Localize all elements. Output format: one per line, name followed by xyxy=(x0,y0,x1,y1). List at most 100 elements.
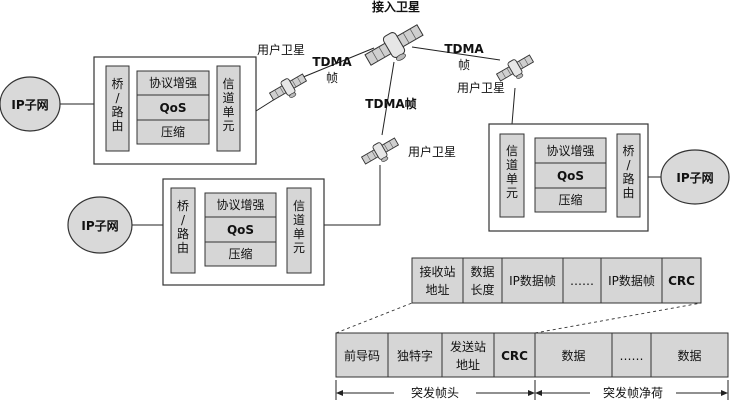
channel-char: 元 xyxy=(222,119,234,133)
ip-subnet-a xyxy=(0,76,61,132)
channel-char: 元 xyxy=(506,186,518,200)
crc-cell-lower xyxy=(493,332,536,378)
link-access-user-c xyxy=(411,46,501,61)
arrow-head xyxy=(528,390,535,396)
protocol-label: 协议增强 xyxy=(216,197,264,212)
link-node-a-satellite xyxy=(255,98,276,112)
data-cell-1 xyxy=(534,332,613,378)
expand-line-left xyxy=(335,302,413,334)
compress-c xyxy=(534,187,607,213)
satellite-icon xyxy=(359,134,403,171)
node-a: IP子网 桥 / 路 由 协议增强 QoS 压缩 信 道 单 元 xyxy=(0,56,257,165)
cell-text: 发送站 xyxy=(450,339,486,354)
link-user-c-node-c xyxy=(511,87,516,125)
cell-text: …… xyxy=(570,274,594,288)
compress-label: 压缩 xyxy=(558,192,582,207)
user-satellite-a-label: 用户卫星 xyxy=(257,42,305,57)
channel-char: 道 xyxy=(506,158,518,172)
link-user-a-access xyxy=(295,47,375,81)
cell-text: …… xyxy=(620,349,644,363)
ip-subnet-b xyxy=(67,196,133,254)
cell-text: CRC xyxy=(668,274,695,288)
channel-unit-c xyxy=(499,133,525,218)
user-satellite-c-label: 用户卫星 xyxy=(457,80,505,95)
frame-label-left: 帧 xyxy=(326,71,338,85)
cell-text: 数据 xyxy=(561,348,585,363)
cell-text: 独特字 xyxy=(397,348,433,363)
protocol-enhance-b xyxy=(204,192,277,218)
cell-text: 前导码 xyxy=(344,348,380,363)
tdma-frame-label: TDMA帧 xyxy=(365,96,416,111)
compress-label: 压缩 xyxy=(161,124,185,139)
cell-text: 地址 xyxy=(425,283,449,297)
link-user-b-node-b xyxy=(324,165,381,226)
node-c: 信 道 单 元 协议增强 QoS 压缩 桥 / 路 由 IP子网 xyxy=(488,123,730,232)
bridge-char: 路 xyxy=(622,171,634,186)
cell-text: 地址 xyxy=(456,358,480,372)
bridge-char: 由 xyxy=(177,241,189,255)
arrow-head xyxy=(535,390,542,396)
qos-label: QoS xyxy=(557,169,584,183)
satellite-icon xyxy=(361,19,429,75)
bridge-char: 由 xyxy=(111,119,123,133)
channel-char: 信 xyxy=(293,199,305,213)
arrow-head xyxy=(336,390,343,396)
channel-char: 道 xyxy=(293,213,305,227)
ip-subnet-c-label: IP子网 xyxy=(676,171,713,185)
ip-frame-cell-2 xyxy=(600,257,663,304)
access-satellite: 接入卫星 xyxy=(361,0,429,75)
link-access-user-b xyxy=(381,61,395,136)
tdma-labels: TDMA 帧 TDMA 帧 TDMA帧 xyxy=(312,42,484,111)
ellipsis-cell-upper xyxy=(562,257,602,304)
compress-label: 压缩 xyxy=(228,246,252,261)
channel-char: 信 xyxy=(222,77,234,91)
bridge-char: 桥 xyxy=(177,199,189,213)
bridge-char: / xyxy=(626,158,631,172)
bridge-char: 路 xyxy=(111,104,123,119)
qos-a xyxy=(136,94,210,121)
expand-line-right xyxy=(534,302,702,334)
bridge-router-a xyxy=(105,65,130,152)
channel-char: 单 xyxy=(506,172,518,186)
ip-subnet-c xyxy=(660,149,730,205)
burst-payload-label: 突发帧净荷 xyxy=(603,385,663,400)
cell-text: 数据 xyxy=(470,264,494,279)
channel-char: 道 xyxy=(222,91,234,105)
connection-lines xyxy=(60,46,702,334)
qos-c xyxy=(534,162,607,189)
cell-text: IP数据帧 xyxy=(509,273,556,288)
qos-label: QoS xyxy=(227,223,254,237)
user-satellite-b: 用户卫星 xyxy=(359,134,456,171)
ip-subnet-a-label: IP子网 xyxy=(11,98,48,112)
bridge-router-c xyxy=(616,133,641,218)
cell-text: 长度 xyxy=(470,282,494,297)
tdma-label-right: TDMA xyxy=(444,42,484,56)
cell-text: IP数据帧 xyxy=(608,273,655,288)
preamble-cell xyxy=(335,332,389,378)
bridge-char: 由 xyxy=(622,186,634,200)
arrow-head xyxy=(721,390,728,396)
cell-text: CRC xyxy=(501,349,528,363)
frame-label-right: 帧 xyxy=(458,58,470,72)
crc-cell-upper xyxy=(661,257,702,304)
cell-text: 接收站 xyxy=(419,264,455,279)
compress-b xyxy=(204,241,277,267)
user-satellite-a: 用户卫星 xyxy=(257,42,311,107)
channel-char: 元 xyxy=(293,241,305,255)
burst-header-label: 突发帧头 xyxy=(411,385,459,400)
lower-frame-row: 前导码 独特字 发送站 地址 CRC 数据 …… 数据 突发帧头 突发帧净荷 xyxy=(335,332,729,400)
ellipsis-cell-lower xyxy=(611,332,652,378)
ip-subnet-b-label: IP子网 xyxy=(81,219,118,233)
node-b: IP子网 桥 / 路 由 协议增强 QoS 压缩 信 道 单 元 xyxy=(67,178,325,286)
bridge-char: 路 xyxy=(177,226,189,241)
ip-frame-cell-1 xyxy=(501,257,564,304)
bridge-char: 桥 xyxy=(622,144,634,158)
upper-frame-row: 接收站 地址 数据 长度 IP数据帧 …… IP数据帧 CRC xyxy=(411,257,702,304)
cell-text: 数据 xyxy=(677,348,701,363)
qos-label: QoS xyxy=(159,101,186,115)
bridge-char: / xyxy=(115,91,120,105)
qos-b xyxy=(204,216,277,243)
data-cell-2 xyxy=(650,332,729,378)
